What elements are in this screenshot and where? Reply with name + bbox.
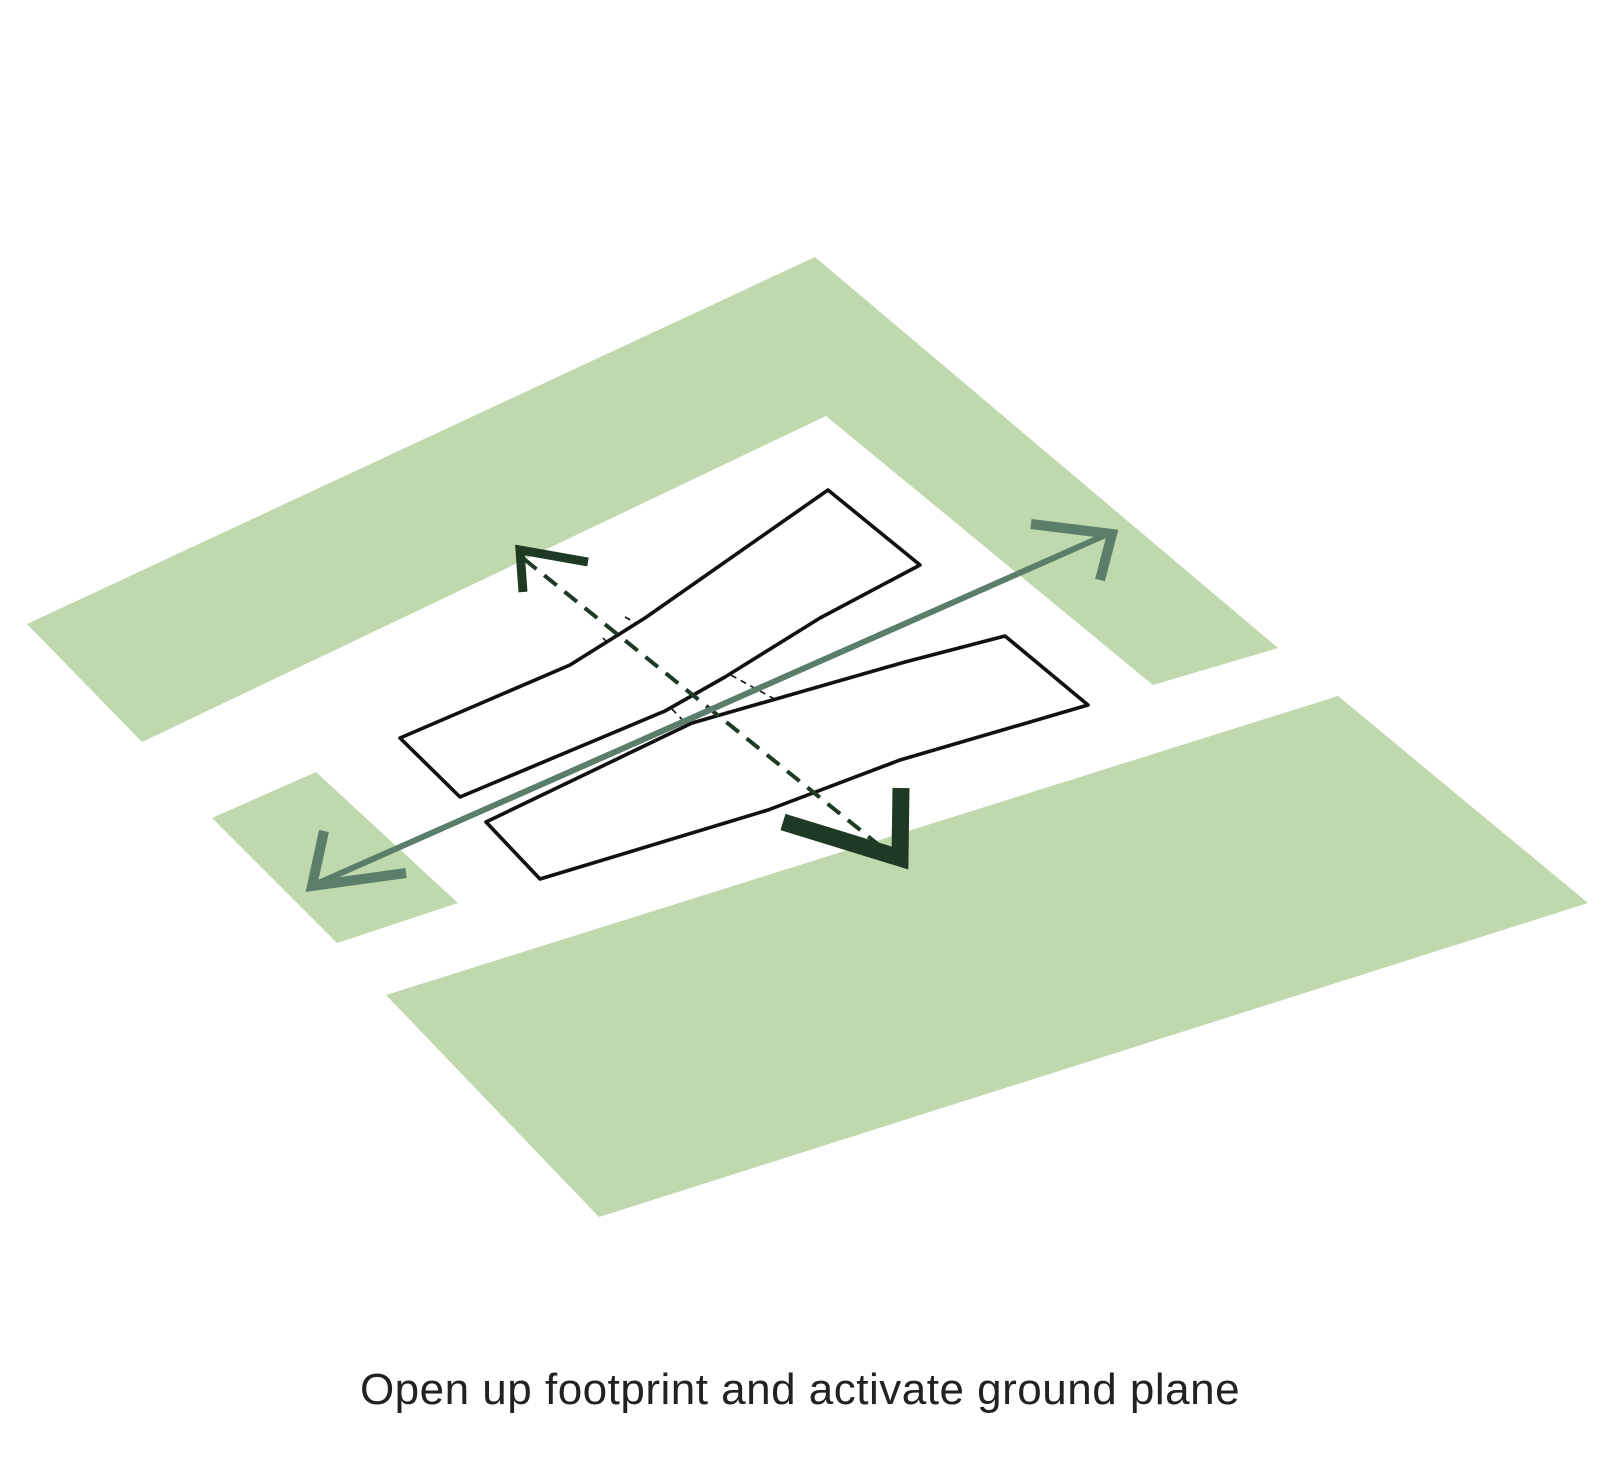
solid-arrow-line (312, 530, 1112, 888)
green-zones (27, 257, 1588, 1217)
building-lower (484, 634, 1090, 881)
diagram-caption: Open up footprint and activate ground pl… (359, 1365, 1241, 1414)
green-zone-north-l (27, 257, 1278, 742)
building-footprints (398, 488, 1090, 881)
solid-arrow-head-ne (1030, 519, 1119, 582)
building-upper (398, 488, 922, 799)
solid-arrow (305, 519, 1119, 892)
green-zone-south-large (386, 696, 1588, 1217)
dashed-arrow (515, 544, 910, 870)
dashed-arrow-head-nw (515, 544, 589, 593)
dashed-arrow-head-se (780, 787, 910, 870)
solid-arrow-head-sw (305, 829, 407, 892)
green-zone-west-small (212, 772, 458, 943)
